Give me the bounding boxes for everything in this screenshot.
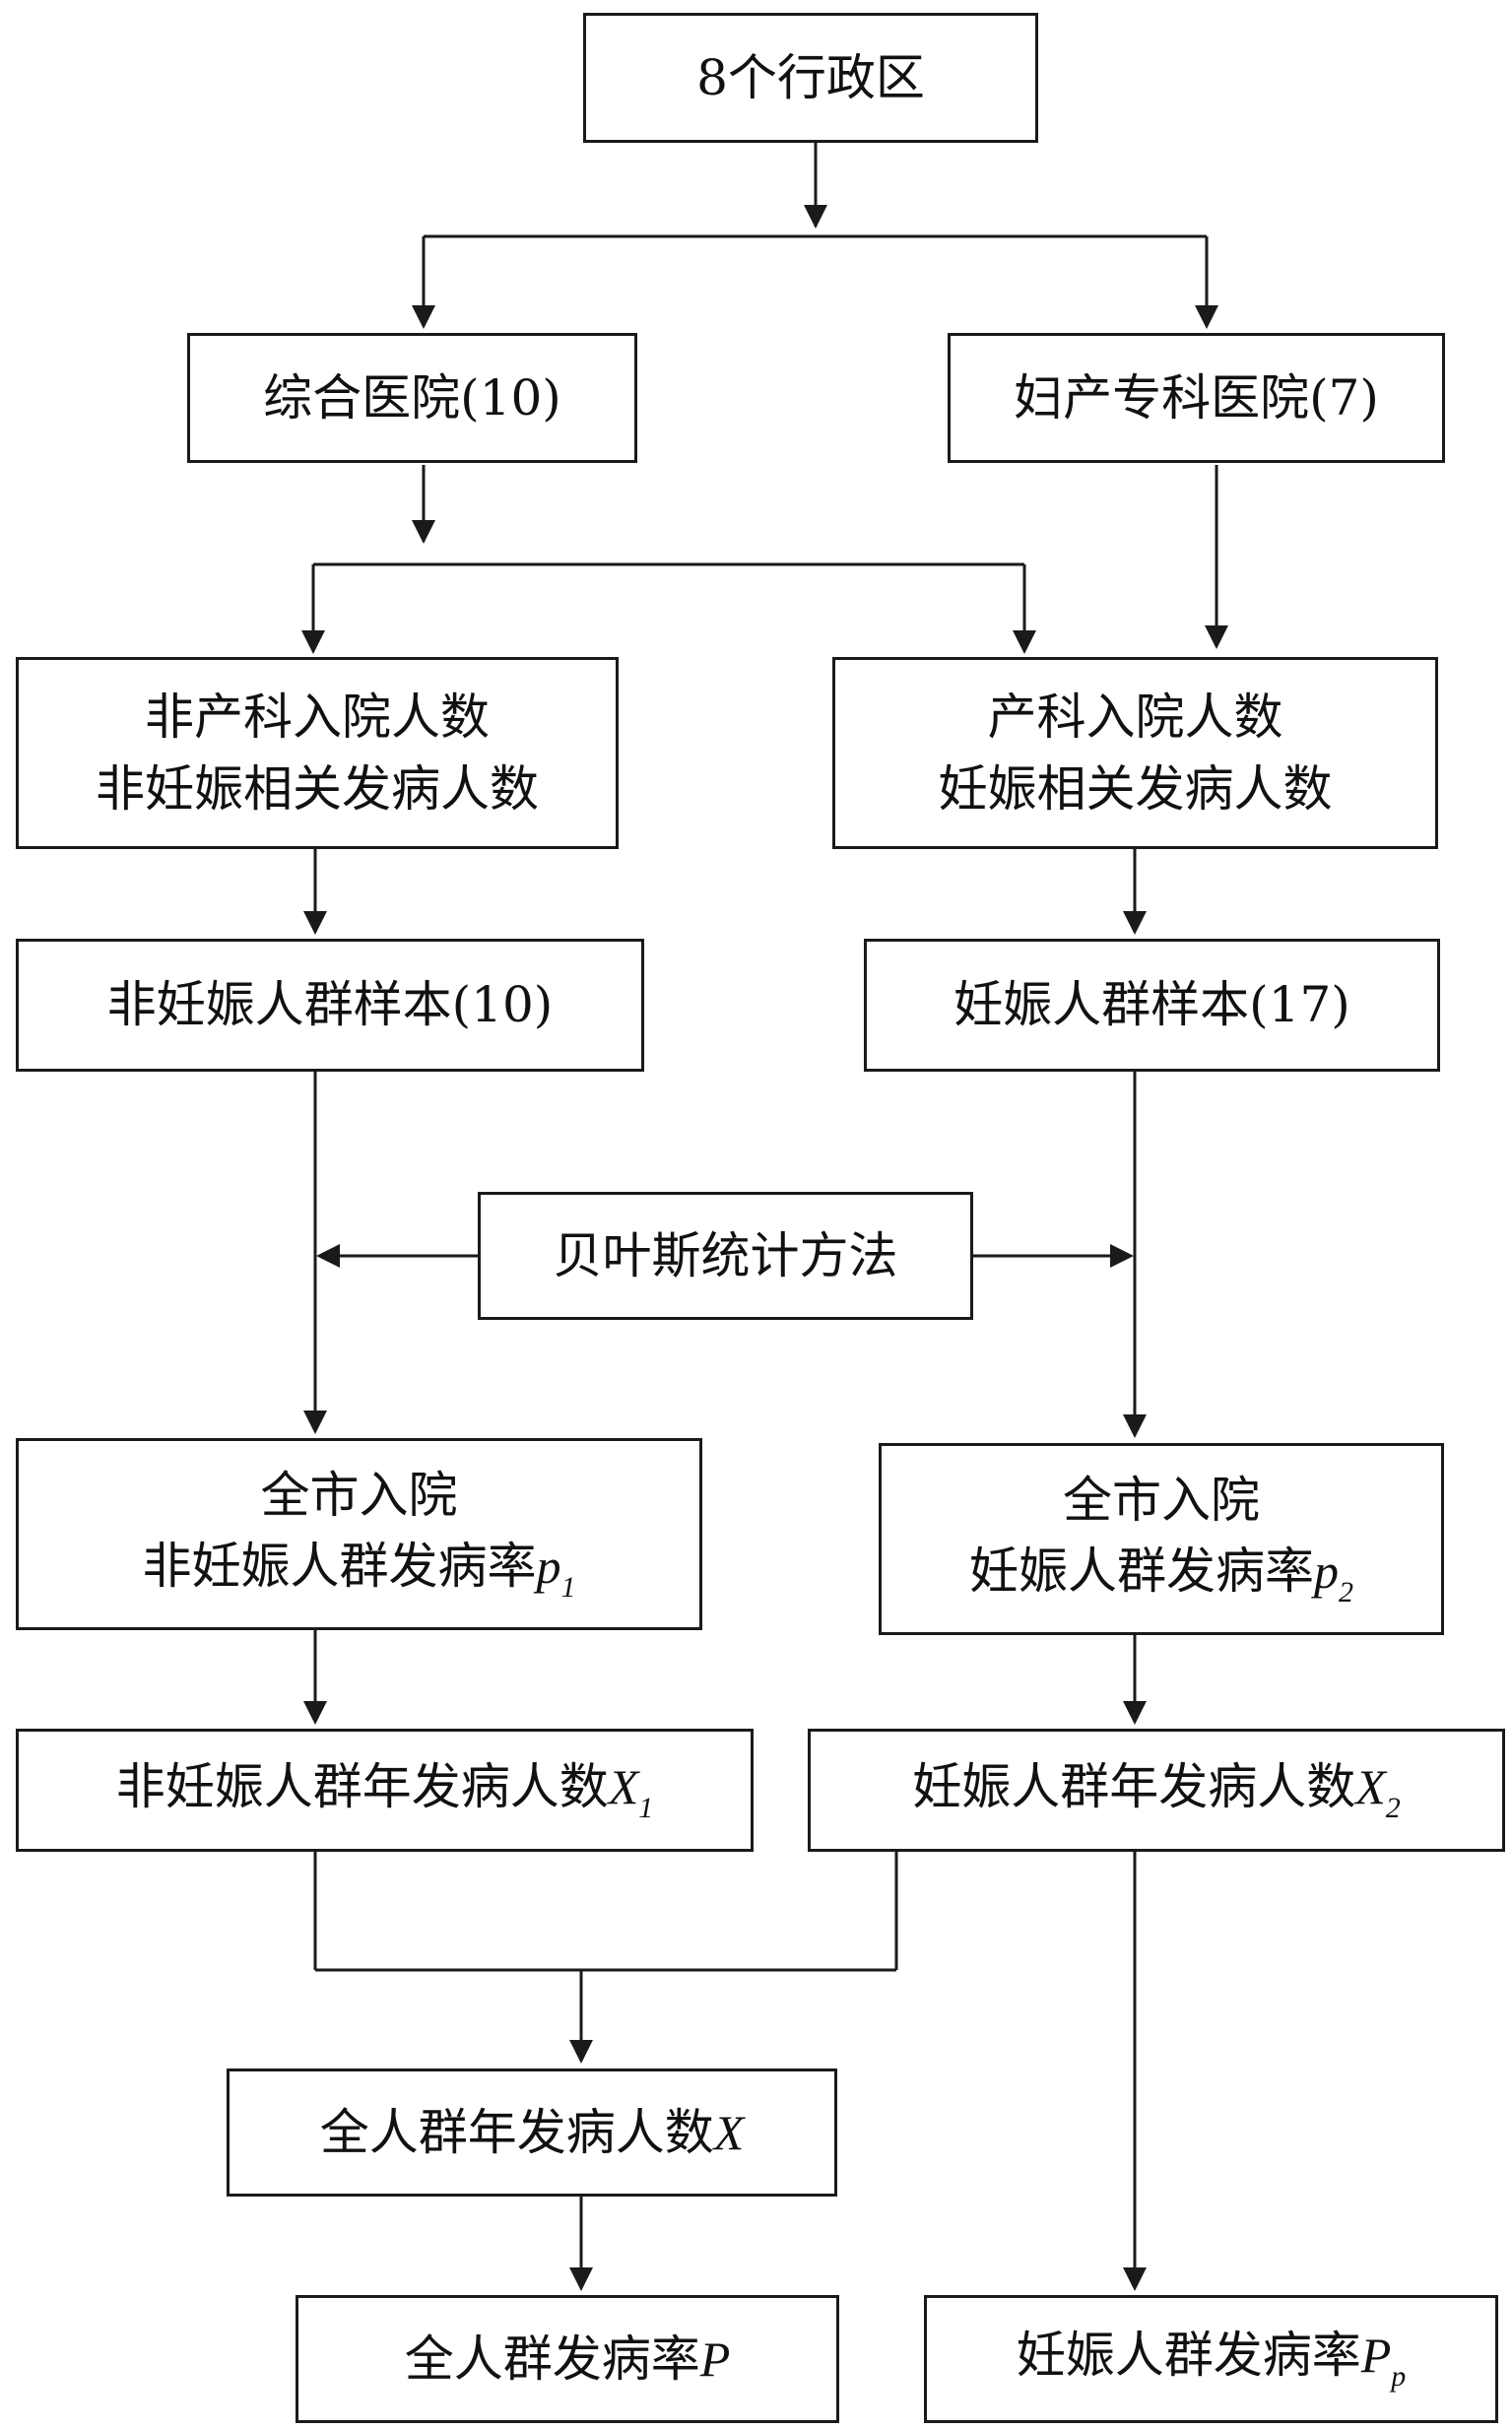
node-obstetric-line2: 妊娠相关发病人数: [938, 759, 1333, 818]
node-pregnant-rate-line1: 全市入院: [1063, 1471, 1260, 1529]
node-nonpregnant-sample-label: 非妊娠人群样本(10): [106, 976, 554, 1034]
node-bayesian-method-label: 贝叶斯统计方法: [553, 1226, 898, 1284]
node-general-hospital: 综合医院(10): [187, 333, 637, 463]
node-nonpregnant-rate-line1: 全市入院: [260, 1466, 458, 1524]
node-total-rate-label: 全人群发病率P: [404, 2330, 731, 2388]
node-pregnant-population-rate-label: 妊娠人群发病率Pp: [1016, 2327, 1407, 2394]
node-total-annual-label: 全人群年发病人数X: [319, 2103, 745, 2161]
node-nonpregnant-annual: 非妊娠人群年发病人数X1: [16, 1729, 754, 1852]
node-obstetric-line1: 产科入院人数: [987, 689, 1283, 746]
node-maternity-hospital-label: 妇产专科医院(7): [1014, 368, 1379, 427]
node-total-rate: 全人群发病率P: [296, 2295, 839, 2423]
node-pregnant-sample: 妊娠人群样本(17): [864, 939, 1440, 1072]
node-nonpregnant-sample: 非妊娠人群样本(10): [16, 939, 644, 1072]
node-obstetric-admissions: 产科入院人数 妊娠相关发病人数: [832, 657, 1438, 849]
node-districts-label: 8个行政区: [696, 48, 925, 106]
node-pregnant-annual: 妊娠人群年发病人数X2: [808, 1729, 1505, 1852]
node-nonpregnant-rate: 全市入院 非妊娠人群发病率p1: [16, 1438, 702, 1630]
node-nonobstetric-admissions: 非产科入院人数 非妊娠相关发病人数: [16, 657, 619, 849]
node-pregnant-annual-label: 妊娠人群年发病人数X2: [912, 1757, 1401, 1824]
node-nonpregnant-rate-line2: 非妊娠人群发病率p1: [142, 1538, 576, 1604]
node-maternity-hospital: 妇产专科医院(7): [948, 333, 1445, 463]
node-pregnant-sample-label: 妊娠人群样本(17): [953, 976, 1350, 1034]
node-total-annual: 全人群年发病人数X: [227, 2068, 837, 2197]
node-districts: 8个行政区: [583, 13, 1038, 143]
node-general-hospital-label: 综合医院(10): [263, 368, 561, 427]
node-nonobstetric-line2: 非妊娠相关发病人数: [96, 759, 539, 818]
node-pregnant-population-rate: 妊娠人群发病率Pp: [924, 2295, 1498, 2423]
node-pregnant-rate: 全市入院 妊娠人群发病率p2: [879, 1443, 1444, 1635]
node-nonpregnant-annual-label: 非妊娠人群年发病人数X1: [115, 1757, 654, 1824]
node-nonobstetric-line1: 非产科入院人数: [145, 689, 490, 746]
node-pregnant-rate-line2: 妊娠人群发病率p2: [969, 1543, 1353, 1608]
node-bayesian-method: 贝叶斯统计方法: [478, 1192, 973, 1320]
